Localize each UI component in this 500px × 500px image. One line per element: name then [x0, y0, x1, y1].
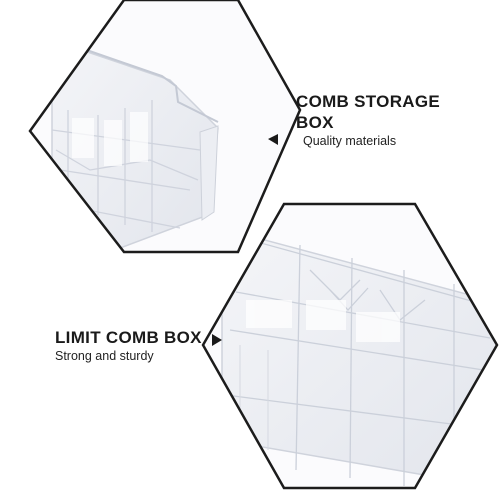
hexagon-frame — [201, 202, 499, 490]
callout-title-line2: BOX — [296, 113, 334, 132]
callout-title: LIMIT COMB BOX — [55, 328, 202, 347]
pointer-arrow-icon — [268, 134, 278, 145]
pointer-arrow-icon — [212, 334, 222, 346]
callout-limit-comb-box: LIMIT COMB BOX Strong and sturdy — [55, 328, 245, 363]
callout-title-line1: COMB STORAGE — [296, 92, 441, 111]
hexagon-frame — [28, 0, 302, 254]
callout-subtitle: Strong and sturdy — [55, 349, 154, 363]
limit-comb-box-image — [203, 204, 497, 488]
callout-subtitle: Quality materials — [303, 134, 397, 148]
callout-comb-storage-box: COMB STORAGE BOX Quality materials — [296, 91, 486, 148]
callout-title: COMB STORAGE BOX — [296, 91, 486, 133]
